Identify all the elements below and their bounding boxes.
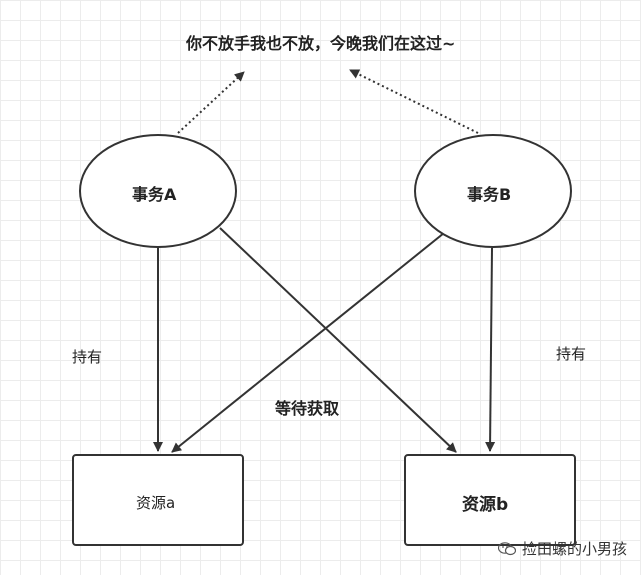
transaction-a-label: 事务A xyxy=(132,185,177,204)
transaction-a-node xyxy=(79,134,237,248)
resource-a-node xyxy=(72,454,244,546)
dotted-arrow-b-to-caption xyxy=(349,69,479,134)
watermark: 捡田螺的小男孩 xyxy=(497,538,627,559)
arrow-b-waits-resource-a xyxy=(171,232,445,453)
arrow-b-holds-resource-b xyxy=(485,247,496,452)
arrow-a-waits-resource-b xyxy=(219,227,457,453)
transaction-b-label: 事务B xyxy=(467,185,512,204)
waiting-label: 等待获取 xyxy=(275,399,340,418)
caption-text: 你不放手我也不放，今晚我们在这过~ xyxy=(186,34,456,53)
resource-b-label: 资源b xyxy=(462,495,509,515)
transaction-b-node xyxy=(414,134,572,248)
wechat-icon xyxy=(497,541,517,556)
hold-label-right: 持有 xyxy=(556,345,587,363)
resource-b-node xyxy=(404,454,576,546)
dotted-arrow-a-to-caption xyxy=(177,71,245,134)
hold-label-left: 持有 xyxy=(72,348,103,366)
resource-a-label: 资源a xyxy=(136,494,176,512)
watermark-text: 捡田螺的小男孩 xyxy=(521,540,627,558)
